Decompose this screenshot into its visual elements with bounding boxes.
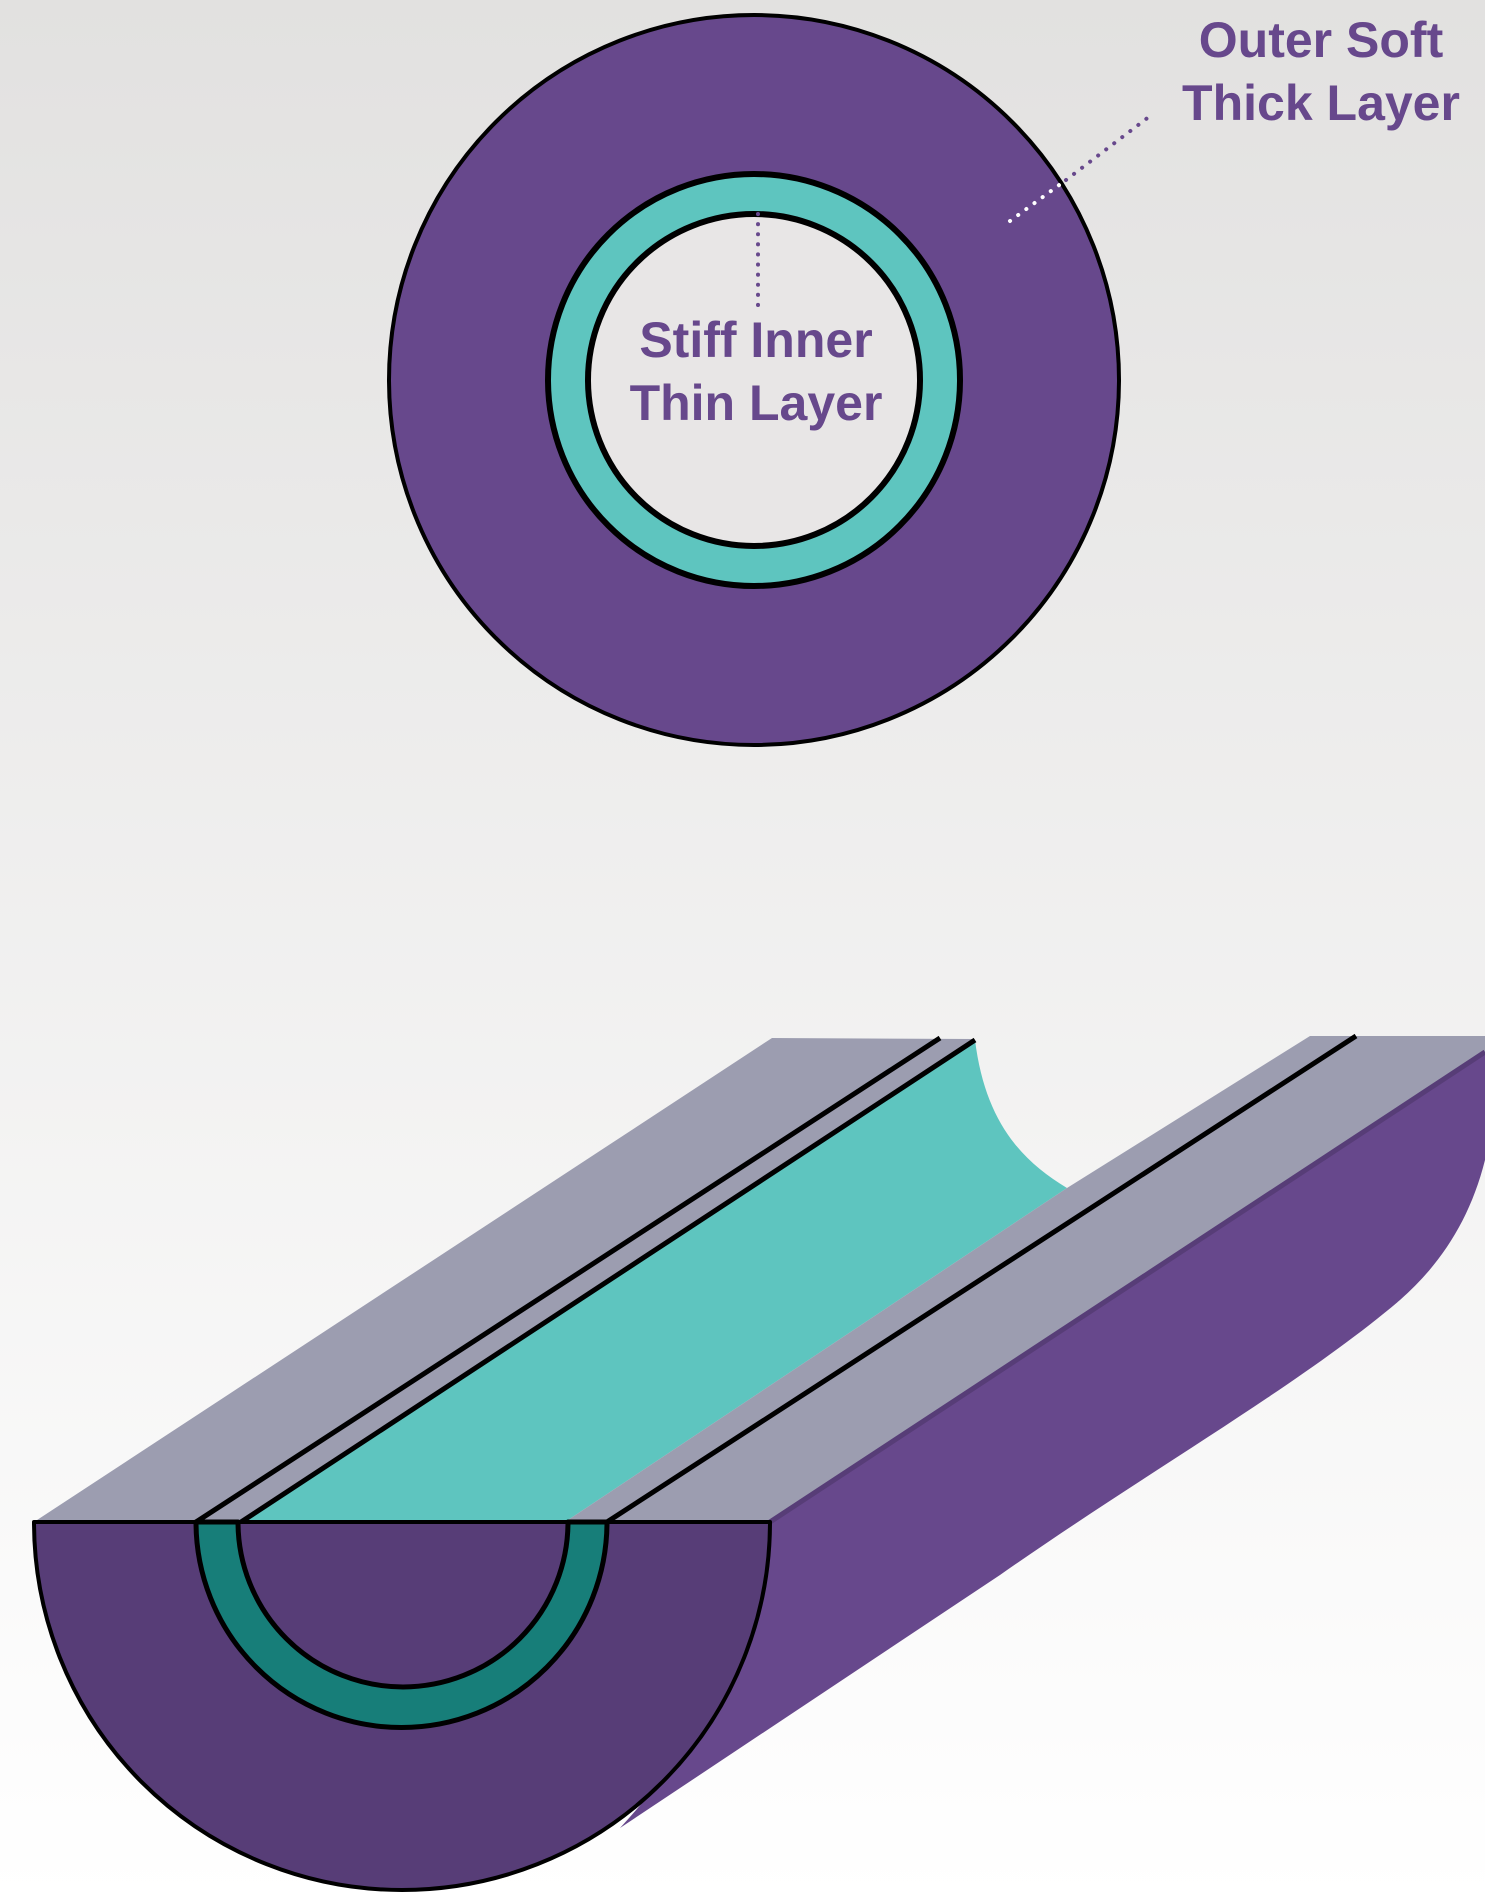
left-top-face — [34, 1038, 975, 1524]
outer-label-line2: Thick Layer — [1182, 75, 1460, 131]
inner-label-line1: Stiff Inner — [639, 312, 872, 368]
left-outer-edge-line — [194, 1035, 942, 1525]
inner-layer-cut-face — [193, 1519, 610, 1730]
left-inner-edge-line — [236, 1037, 977, 1527]
lumen — [585, 211, 923, 549]
right-inner-edge-line — [605, 1033, 1358, 1525]
outer-label-line1: Outer Soft — [1199, 12, 1444, 68]
half-tube-cutaway-view — [32, 1033, 1485, 1892]
outer-side-shadow-edge — [768, 1049, 1485, 1525]
outer-label-leader-inside — [1008, 178, 1068, 223]
outer-side-surface — [620, 1052, 1485, 1828]
inner-label-line2: Thin Layer — [630, 375, 883, 431]
cross-section-view: Outer Soft Thick Layer Stiff Inner Thin … — [387, 12, 1460, 747]
